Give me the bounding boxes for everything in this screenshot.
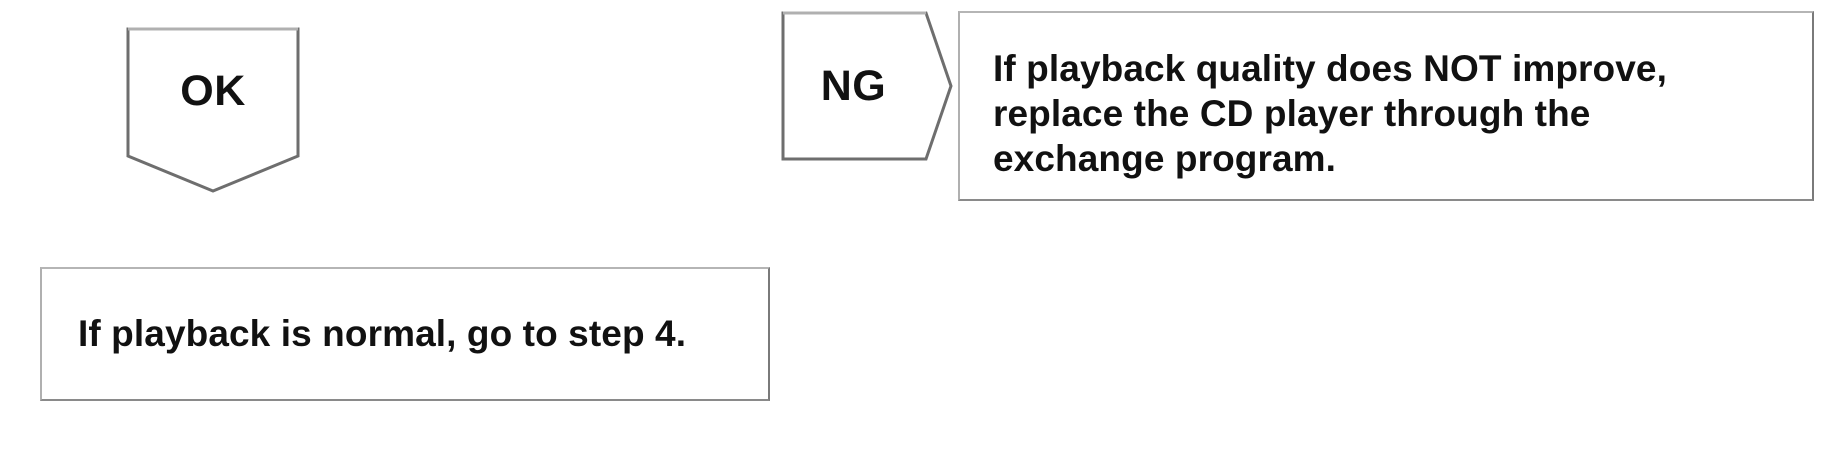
ng-result-box: If playback quality does NOT improve, re… [958, 11, 1814, 201]
ok-marker-label: OK [180, 66, 246, 115]
ng-marker-pentagon: NG [781, 10, 953, 162]
ng-marker-label: NG [820, 61, 887, 110]
ng-result-line-2: replace the CD player through the [993, 93, 1591, 134]
ng-result-line-1: If playback quality does NOT improve, [993, 48, 1667, 89]
ok-result-line-1: If playback is normal, go to step 4. [78, 313, 687, 354]
ng-result-line-3: exchange program. [993, 138, 1337, 179]
ng-pentagon-outline [781, 11, 953, 161]
ok-pentagon-outline [126, 27, 300, 193]
ng-result-text: If playback quality does NOT improve, re… [993, 46, 1802, 181]
ok-result-text: If playback is normal, go to step 4. [78, 269, 686, 399]
ok-result-box: If playback is normal, go to step 4. [40, 267, 770, 401]
ok-marker-pentagon: OK [126, 26, 300, 194]
